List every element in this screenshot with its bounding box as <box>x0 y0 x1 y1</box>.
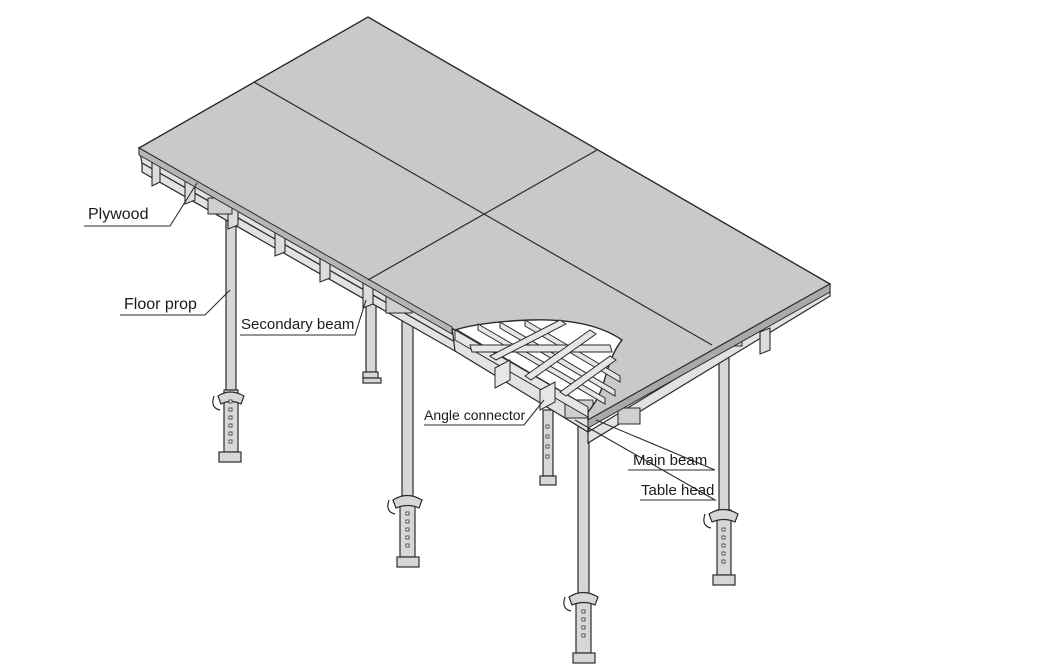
floor-prop-2 <box>362 299 382 384</box>
plywood-deck <box>137 16 832 429</box>
label-floor-prop: Floor prop <box>124 296 197 313</box>
leader-lines <box>84 182 718 501</box>
floor-prop-5 <box>563 419 599 664</box>
label-main-beam: Main beam <box>633 452 707 469</box>
label-angle-connector: Angle connector <box>424 407 526 423</box>
deck-edge-front <box>587 283 831 429</box>
floor-props <box>212 214 739 664</box>
label-table-head: Table head <box>641 482 714 499</box>
label-secondary-beam: Secondary beam <box>241 316 354 333</box>
deck-edge-left <box>138 147 453 335</box>
floor-prop-3 <box>387 311 423 568</box>
label-plywood: Plywood <box>88 206 148 223</box>
floor-prop-6 <box>703 349 739 586</box>
exposed-framing <box>454 319 621 418</box>
floor-prop-4 <box>539 409 557 486</box>
deck-surface <box>137 16 832 422</box>
floor-prop-1 <box>212 214 245 463</box>
